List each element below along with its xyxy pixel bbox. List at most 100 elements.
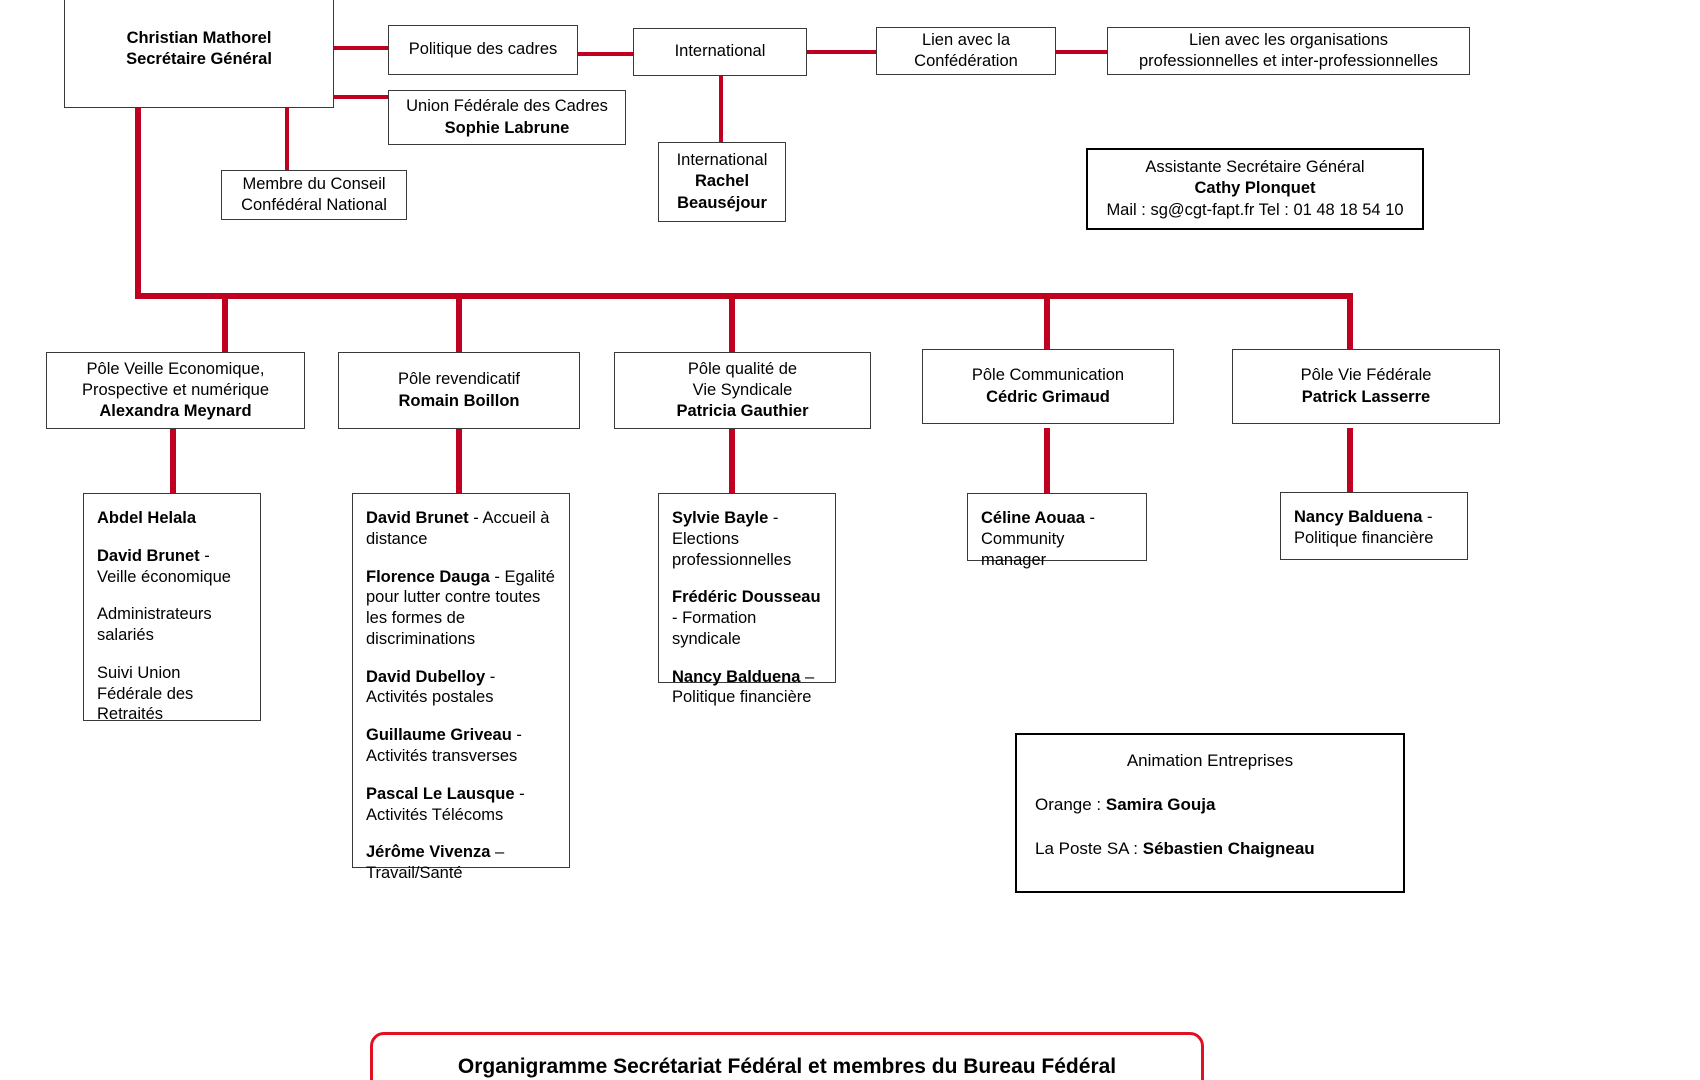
box-assistante-secretaire-general[interactable]: Assistante Secrétaire Général Cathy Plon… xyxy=(1086,148,1424,230)
lien-confederation-line2: Confédération xyxy=(914,52,1018,70)
box-politique-des-cadres[interactable]: Politique des cadres xyxy=(388,25,578,75)
pole-box-communication[interactable]: Pôle Communication Cédric Grimaud xyxy=(922,349,1174,424)
detail-box-veille[interactable]: Abdel Helala David Brunet - Veille écono… xyxy=(83,493,261,723)
detail-entry: David Brunet - Accueil à distance xyxy=(366,508,557,550)
detail-entry: Frédéric Dousseau - Formation syndicale xyxy=(672,587,823,649)
detail-entry: David Brunet - Veille économique xyxy=(97,546,248,588)
detail-entry-desc: - Activités Télécoms xyxy=(366,784,525,824)
connector-veille-detail xyxy=(170,428,176,494)
membre-conseil-line1: Membre du Conseil xyxy=(242,174,386,193)
pole-communication-title-line1: Pôle Communication xyxy=(971,366,1125,385)
detail-entry-name: Guillaume Griveau xyxy=(366,726,512,745)
detail-box-vie-federale[interactable]: Nancy Balduena - Politique financière xyxy=(1280,492,1468,560)
union-cadres-name: Sophie Labrune xyxy=(444,118,570,137)
connector-sg-membre-conseil xyxy=(285,105,289,172)
politique-cadres-label: Politique des cadres xyxy=(408,40,558,59)
animation-title: Animation Entreprises xyxy=(1126,751,1294,770)
lien-organisations-line1: Lien avec les organisations xyxy=(1188,30,1389,49)
detail-entry-name: Céline Aouaa xyxy=(981,509,1085,527)
detail-entry-desc: – Travail/Santé xyxy=(366,843,505,883)
detail-box-communication[interactable]: Céline Aouaa - Community manager xyxy=(967,493,1147,569)
detail-entry-name: Jérôme Vivenza xyxy=(366,843,491,862)
international-person-label: International xyxy=(676,151,768,170)
detail-entry: Céline Aouaa - Community manager xyxy=(981,508,1134,570)
pole-box-revendicatif[interactable]: Pôle revendicatif Romain Boillon xyxy=(338,352,580,429)
detail-entry-desc: - Community manager xyxy=(981,509,1096,569)
pole-veille-lead: Alexandra Meynard xyxy=(99,402,252,421)
detail-box-qualite[interactable]: Sylvie Bayle - Elections professionnelle… xyxy=(658,493,836,706)
animation-row-name: Samira Gouja xyxy=(1105,795,1216,814)
detail-entry-name: Nancy Balduena xyxy=(672,667,801,686)
pole-box-vie-federale[interactable]: Pôle Vie Fédérale Patrick Lasserre xyxy=(1232,349,1500,424)
box-membre-conseil[interactable]: Membre du Conseil Confédéral National xyxy=(221,170,407,220)
detail-entry: Sylvie Bayle - Elections professionnelle… xyxy=(672,508,823,570)
detail-entry-desc: - Egalité pour lutter contre toutes les … xyxy=(366,567,555,648)
detail-entry: Jérôme Vivenza – Travail/Santé xyxy=(366,842,557,884)
animation-row: Orange : Samira Gouja xyxy=(1035,795,1385,815)
box-lien-confederation[interactable]: Lien avec la Confédération xyxy=(876,27,1056,75)
connector-revendicatif-detail xyxy=(456,428,462,494)
detail-entry: Florence Dauga - Egalité pour lutter con… xyxy=(366,567,557,650)
pole-qualite-lead: Patricia Gauthier xyxy=(676,402,809,421)
box-international-rachel[interactable]: International Rachel Beauséjour xyxy=(658,142,786,222)
detail-entry-desc: - Activités postales xyxy=(366,667,496,707)
box-secretaire-general[interactable]: Christian Mathorel Secrétaire Général xyxy=(64,0,334,108)
detail-entry-name: David Dubelloy xyxy=(366,667,486,686)
box-union-federale-cadres[interactable]: Union Fédérale des Cadres Sophie Labrune xyxy=(388,90,626,145)
detail-entry-desc: - Elections professionnelles xyxy=(672,509,792,569)
connector-international-confederation xyxy=(805,50,879,54)
detail-entry-desc: - Veille économique xyxy=(97,546,231,586)
international-top-label: International xyxy=(674,42,766,61)
pole-viefederale-title-line1: Pôle Vie Fédérale xyxy=(1300,366,1432,385)
pole-qualite-title-line2: Vie Syndicale xyxy=(692,380,793,399)
detail-entry-name: Nancy Balduena xyxy=(1294,508,1423,526)
assistante-role: Assistante Secrétaire Général xyxy=(1145,158,1365,177)
lien-organisations-line2: professionnelles et inter-professionnell… xyxy=(1139,52,1438,70)
box-lien-organisations[interactable]: Lien avec les organisations professionne… xyxy=(1107,27,1470,75)
pole-box-veille[interactable]: Pôle Veille Economique, Prospective et n… xyxy=(46,352,305,429)
connector-drop-revendicatif xyxy=(456,293,462,353)
detail-entry-name: Pascal Le Lausque xyxy=(366,784,515,803)
lien-confederation-line1: Lien avec la xyxy=(921,30,1011,49)
detail-entry-desc: - Politique financière xyxy=(1294,508,1434,547)
pole-box-qualite[interactable]: Pôle qualité de Vie Syndicale Patricia G… xyxy=(614,352,871,429)
sg-name: Christian Mathorel xyxy=(126,28,272,47)
membre-conseil-line2: Confédéral National xyxy=(241,196,387,214)
animation-row-label: Orange : xyxy=(1035,795,1106,814)
assistante-name: Cathy Plonquet xyxy=(1194,179,1316,198)
pole-veille-title-line2: Prospective et numérique xyxy=(81,380,270,399)
animation-row-label: La Poste SA : xyxy=(1035,839,1143,858)
connector-sg-politique xyxy=(332,46,390,50)
connector-confederation-organisations xyxy=(1053,50,1109,54)
connector-poles-bus xyxy=(135,293,1353,299)
box-international-top[interactable]: International xyxy=(633,28,807,76)
union-cadres-label: Union Fédérale des Cadres xyxy=(406,97,608,116)
detail-entry: Abdel Helala xyxy=(97,508,248,529)
connector-international-rachel xyxy=(719,72,723,144)
detail-entry-desc: Suivi Union Fédérale des Retraités xyxy=(97,663,194,724)
document-title: Organigramme Secrétariat Fédéral et memb… xyxy=(457,1055,1117,1078)
connector-sg-union-cadres xyxy=(332,95,390,99)
connector-sg-trunk-vertical xyxy=(135,105,141,297)
pole-veille-title-line1: Pôle Veille Economique, xyxy=(86,359,265,378)
connector-drop-qualite xyxy=(729,293,735,353)
pole-qualite-title-line1: Pôle qualité de xyxy=(687,359,798,378)
pole-revendicatif-title-line1: Pôle revendicatif xyxy=(398,370,520,389)
connector-politique-international xyxy=(576,52,636,56)
detail-entry: Suivi Union Fédérale des Retraités xyxy=(97,663,248,725)
detail-entry-desc: Administrateurs salariés xyxy=(97,605,212,645)
detail-entry: Pascal Le Lausque - Activités Télécoms xyxy=(366,784,557,826)
pole-viefederale-lead: Patrick Lasserre xyxy=(1301,387,1431,406)
box-animation-entreprises[interactable]: Animation Entreprises Orange : Samira Go… xyxy=(1015,733,1405,893)
connector-drop-viefederale xyxy=(1347,293,1353,349)
detail-entry-desc: - Activités transverses xyxy=(366,726,522,766)
connector-qualite-detail xyxy=(729,428,735,494)
assistante-contact: Mail : sg@cgt-fapt.fr Tel : 01 48 18 54 … xyxy=(1106,200,1404,219)
detail-box-revendicatif[interactable]: David Brunet - Accueil à distance Floren… xyxy=(352,493,570,882)
connector-drop-communication xyxy=(1044,293,1050,349)
animation-row-name: Sébastien Chaigneau xyxy=(1142,839,1315,858)
pole-communication-lead: Cédric Grimaud xyxy=(986,387,1110,406)
pole-revendicatif-lead: Romain Boillon xyxy=(398,391,520,410)
connector-viefederale-detail xyxy=(1347,428,1353,494)
